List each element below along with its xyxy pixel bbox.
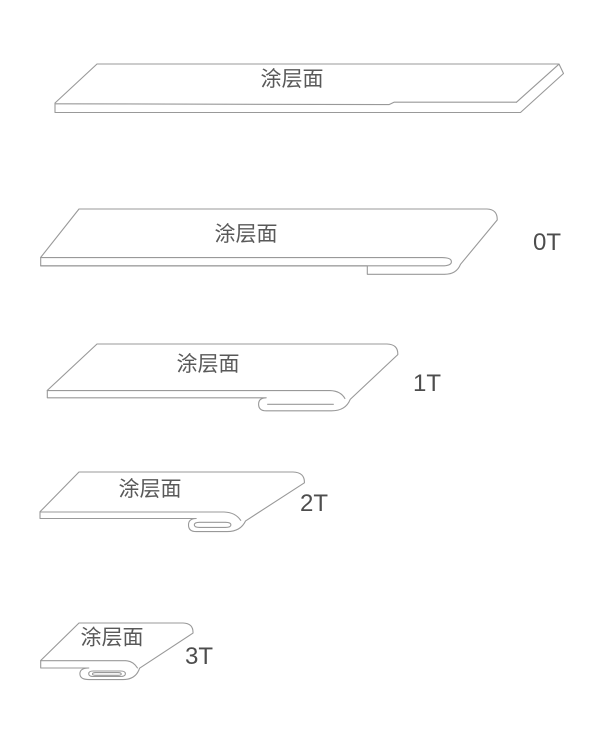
bend-count-label: 2T — [300, 490, 328, 517]
flat-sheet-outline — [54, 63, 565, 114]
bend-3t-innermost-layer-edge — [91, 672, 122, 676]
bend-1t-front-band — [46, 390, 346, 400]
coating-surface-label: 涂层面 — [215, 223, 278, 246]
bend-3t-front-band — [40, 660, 138, 669]
bend-0t-front-band — [40, 257, 452, 267]
bend-2t-inner-layer-edge — [193, 521, 232, 528]
coating-surface-label: 涂层面 — [81, 627, 144, 650]
figure-bend-1t: 涂层面 1T — [46, 343, 441, 412]
bend-count-label: 1T — [413, 370, 441, 397]
figure-bend-3t: 涂层面 3T — [40, 622, 213, 681]
bend-3t-inner-layer-edge — [88, 670, 126, 678]
figure-flat-sheet: 涂层面 — [54, 63, 565, 114]
flat-sheet-front-edge — [54, 101, 518, 106]
coating-surface-label: 涂层面 — [177, 353, 240, 376]
coating-surface-label: 涂层面 — [119, 478, 182, 501]
bend-2t-front-band — [39, 511, 242, 521]
flat-sheet-end-edge — [515, 63, 560, 103]
bend-1t-outline — [46, 343, 399, 412]
bend-count-label: 3T — [185, 643, 213, 670]
bend-3t-outline — [40, 622, 194, 681]
figure-bend-0t: 涂层面 0T — [40, 208, 561, 275]
coating-surface-label: 涂层面 — [261, 68, 324, 91]
bend-count-label: 0T — [533, 229, 561, 256]
figure-bend-2t: 涂层面 2T — [39, 471, 328, 533]
